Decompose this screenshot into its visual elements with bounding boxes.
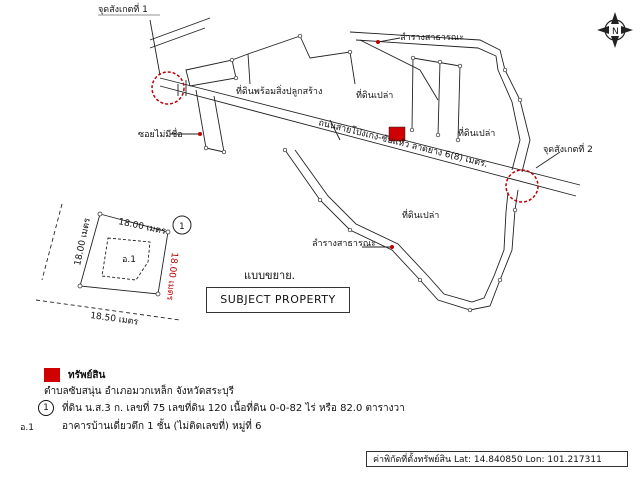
dim-left: 18.00 เมตร [73,217,93,266]
land-parcel-north [411,57,461,141]
coordinates-value: Lat: 14.840850 Lon: 101.217311 [453,455,602,465]
main-road [159,77,581,197]
obs-point-2-marker [505,169,539,203]
land-parcel-east [497,69,531,173]
vacant-land-label-1: ที่ดินเปล่า [356,88,393,101]
subject-property-box: SUBJECT PROPERTY [206,287,350,313]
soi-road [149,17,211,96]
leader-obs2 [535,151,561,169]
dim-bottom: 18.50 เมตร [90,311,139,328]
legend-building-code: อ.1 [20,423,34,433]
enlarged-plot-plan [35,203,181,321]
drain-line [329,39,439,141]
unnamed-soi-label: ซอยไม่มีชื่อ [138,127,183,140]
north-road [349,31,506,71]
land-parcel-top [231,35,356,85]
plot-number-marker [172,215,192,235]
public-path-label-south: ลำรางสาธารณะ [312,238,376,249]
subject-property-marker [388,126,406,142]
road-name-label: ถนนสายโป่งเก่ง-ซับแห้ว ลาดยาง 6(8) เมตร. [317,117,489,170]
dim-right: 18.00 เมตร [164,252,179,301]
obs-point-1-marker [151,71,185,105]
building-code-plan: อ.1 [122,255,136,265]
dim-top: 18.00 เมตร [117,217,166,237]
enlarged-label: แบบขยาย. [244,269,296,282]
svg-text:1: 1 [179,222,185,232]
obs-point-2-label: จุดสังเกตที่ 2 [543,142,593,155]
coordinates-box: ค่าพิกัดที่ตั้งทรัพย์สิน Lat: 14.840850 … [366,451,628,467]
land-with-buildings-label: ที่ดินพร้อมสิ่งปลูกสร้าง [236,84,322,97]
legend-building-desc: อาคารบ้านเดี่ยวตึก 1 ชั้น (ไม่ติดเลขที่)… [62,421,262,432]
public-path-label-north: ลำรางสาธารณะ [400,32,464,43]
land-parcel-left [185,59,237,153]
vacant-land-label-2: ที่ดินเปล่า [458,126,495,139]
coordinates-label: ค่าพิกัดที่ตั้งทรัพย์สิน [373,455,452,465]
vacant-land-label-3: ที่ดินเปล่า [402,208,439,221]
north-arrow-icon: N [597,12,633,48]
legend-location: ตำบลซับสนุ่น อำเภอมวกเหล็ก จังหวัดสระบุร… [44,386,234,397]
leader-path-north [377,37,401,43]
legend-plot-desc: ที่ดิน น.ส.3 ก. เลขที่ 75 เลขที่ดิน 120 … [62,403,405,414]
svg-text:N: N [612,27,619,37]
land-parcel-south [284,149,519,311]
property-swatch [44,368,60,382]
legend-property-label: ทรัพย์สิน [68,370,106,381]
legend-plot-number: 1 [38,400,54,416]
observation-markers [151,71,539,203]
obs-point-1-label: จุดสังเกตที่ 1 [98,2,148,15]
leader-obs1 [149,19,161,76]
